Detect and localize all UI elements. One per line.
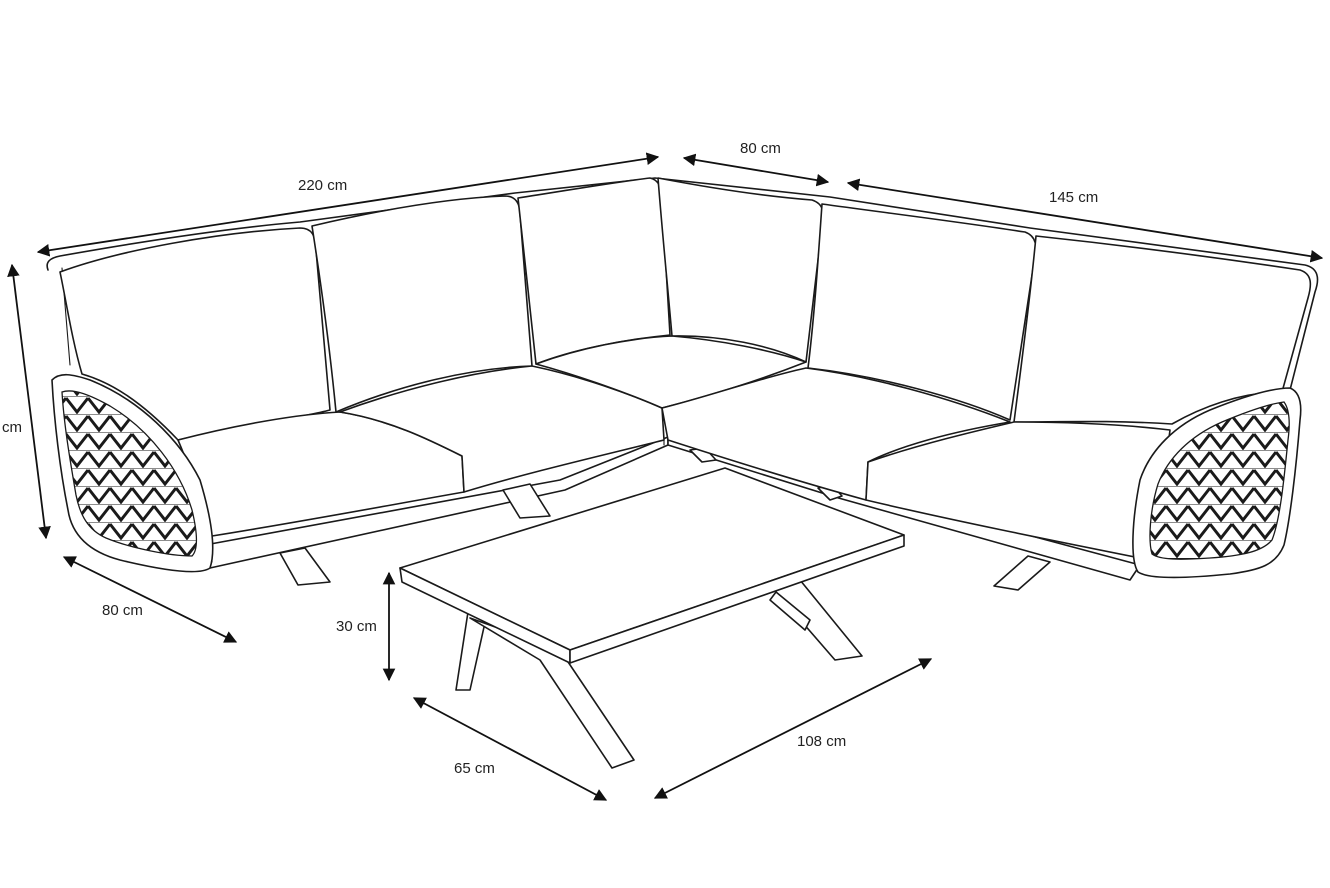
label-80-depth: 80 cm xyxy=(102,602,143,619)
seat-cushion-3 xyxy=(535,335,807,409)
label-108: 108 cm xyxy=(797,733,846,750)
table-leg xyxy=(769,579,863,661)
corner-sofa xyxy=(46,177,1319,591)
seat-cushion-4 xyxy=(661,367,1011,501)
sofa-leg xyxy=(502,483,551,519)
dimension-line-65 xyxy=(412,697,608,801)
dimension-line-220 xyxy=(36,152,660,257)
label-80-top: 80 cm xyxy=(740,140,781,157)
right-armrest xyxy=(1132,387,1302,579)
dimension-line-80-top xyxy=(682,153,830,187)
dimension-lines xyxy=(7,152,1324,801)
back-cushion-3 xyxy=(517,177,671,365)
dimension-line-145 xyxy=(846,178,1324,263)
coffee-table xyxy=(399,467,905,769)
dimension-line-80-depth xyxy=(62,556,238,643)
label-height: cm xyxy=(2,419,22,436)
dimension-line-108 xyxy=(653,658,933,799)
label-220: 220 cm xyxy=(298,177,347,194)
sofa-leg xyxy=(993,555,1051,591)
sofa-leg xyxy=(279,547,331,586)
dimension-line-height xyxy=(7,263,51,540)
label-145: 145 cm xyxy=(1049,189,1098,206)
label-30: 30 cm xyxy=(336,618,377,635)
label-65: 65 cm xyxy=(454,760,495,777)
table-leg xyxy=(769,591,811,631)
back-cushion-4 xyxy=(657,177,824,363)
dimension-labels: 220 cm 80 cm 145 cm cm 80 cm 30 cm 65 cm… xyxy=(2,140,1098,777)
